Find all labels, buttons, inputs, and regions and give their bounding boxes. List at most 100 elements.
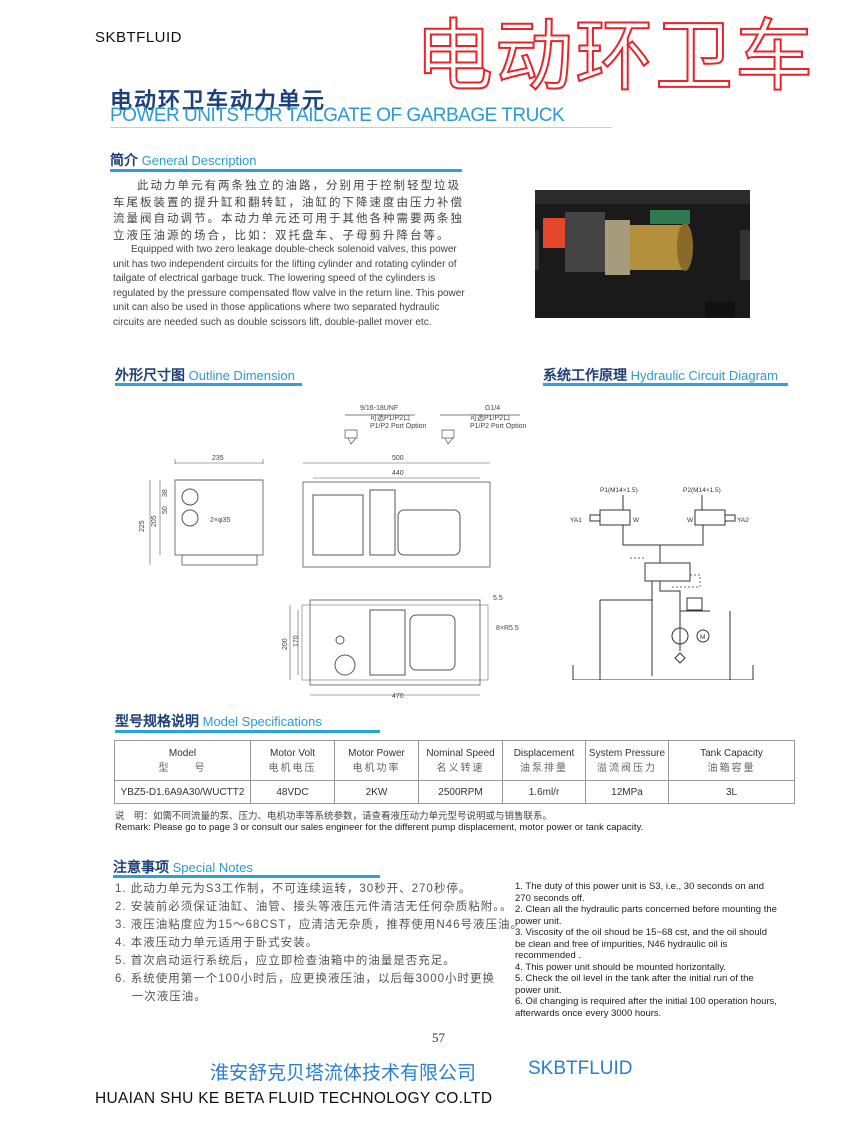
list-item: 2. 安装前必须保证油缸、油管、接头等液压元件清洁无任何杂质粘附。。 xyxy=(115,901,513,913)
col-header: Nominal Speed 名义转速 xyxy=(418,740,503,781)
port1-en: P1/P2 Port Option xyxy=(370,423,427,430)
page-title-cn: 电动环卫车动力单元 xyxy=(110,88,327,113)
label-motor: M xyxy=(700,634,705,641)
page-number: 57 xyxy=(432,1030,445,1045)
page-title-en: POWER UNITS FOR TAILGATE OF GARBAGE TRUC… xyxy=(110,105,565,126)
col-en: System Pressure xyxy=(588,747,666,759)
section-notes-heading: 注意事项 Special Notes xyxy=(113,857,253,877)
list-item: 6. Oil changing is required after the in… xyxy=(515,996,777,1019)
cell-model: YBZ5-D1.6A9A30/WUCTT2 xyxy=(114,780,251,804)
table-row: YBZ5-D1.6A9A30/WUCTT2 48VDC 2KW 2500RPM … xyxy=(114,780,795,804)
heading-en: Hydraulic Circuit Diagram xyxy=(630,368,778,383)
col-cn: 电机功率 xyxy=(352,762,401,774)
cell-speed: 2500RPM xyxy=(418,780,503,804)
dim-holes: 2×φ35 xyxy=(210,517,230,524)
remark-en: Remark: Please go to page 3 or consult o… xyxy=(115,822,644,833)
list-item: 1. 此动力单元为S3工作制，不可连续运转，30秒开、270秒停。 xyxy=(115,883,472,895)
port-p1: P1(M14×1.5) xyxy=(600,487,638,494)
notes-en-list: 1. The duty of this power unit is S3, i.… xyxy=(515,881,777,1019)
list-item: 一次液压油。 xyxy=(115,991,207,1003)
list-item: 6. 系统使用第一个100小时后，应更换液压油，以后每3000小时更换 xyxy=(115,973,496,985)
outline-dimension-drawing: 9/16-18UNF 可选P1/P2口 P1/P2 Port Option G1… xyxy=(139,405,527,700)
heading-cn: 系统工作原理 xyxy=(543,367,627,383)
col-cn: 名义转速 xyxy=(436,762,485,774)
col-en: Tank Capacity xyxy=(700,747,763,759)
dim-5-5: 5.5 xyxy=(493,595,503,602)
section-outline-heading: 外形尺寸图 Outline Dimension xyxy=(115,365,295,385)
list-item: 5. 首次启动运行系统后，应立即检查油箱中的油量是否充足。 xyxy=(115,955,456,967)
port1-thread: 9/16-18UNF xyxy=(360,405,398,412)
dim-500: 500 xyxy=(392,455,404,462)
port1-cn: 可选P1/P2口 xyxy=(370,413,410,422)
list-item: 3. 液压油粘度应为15～68CST，应清洁无杂质，推荐使用N46号液压油。 xyxy=(115,919,523,931)
list-item: 1. The duty of this power unit is S3, i.… xyxy=(515,881,765,904)
hydraulic-circuit-diagram: P1(M14×1.5) P2(M14×1.5) YA1 YA2 W W M xyxy=(570,487,754,680)
col-en: Displacement xyxy=(513,747,575,759)
label-w2: W xyxy=(687,517,694,524)
dim-200: 200 xyxy=(282,638,289,650)
section-divider xyxy=(115,730,380,733)
list-item: 3. Viscosity of the oil shoud be 15~68 c… xyxy=(515,927,768,961)
dim-440: 440 xyxy=(392,470,404,477)
list-item: 4. 本液压动力单元适用于卧式安装。 xyxy=(115,937,319,949)
dim-170: 170 xyxy=(293,635,300,647)
dim-235: 235 xyxy=(212,455,224,462)
heading-cn: 简介 xyxy=(110,152,138,168)
dim-470: 470 xyxy=(392,693,404,700)
dim-225: 225 xyxy=(139,520,146,532)
label-w1: W xyxy=(633,517,640,524)
dim-38: 38 xyxy=(162,489,169,497)
brand-label: SKBTFLUID xyxy=(95,29,183,46)
cell-tank: 3L xyxy=(668,780,795,804)
heading-cn: 注意事项 xyxy=(113,859,169,875)
col-header: Displacement 油泵排量 xyxy=(502,740,586,781)
section-divider xyxy=(115,383,302,386)
heading-en: Special Notes xyxy=(172,860,253,875)
cell-pressure: 12MPa xyxy=(585,780,669,804)
section-specs-heading: 型号规格说明 Model Specifications xyxy=(115,711,322,731)
col-header: Motor Volt 电机电压 xyxy=(250,740,335,781)
col-en: Motor Power xyxy=(348,747,405,759)
col-header: Tank Capacity 油箱容量 xyxy=(668,740,795,781)
banner-title: 电动环卫车 xyxy=(414,12,816,102)
label-ya1: YA1 xyxy=(570,517,582,524)
dim-50: 50 xyxy=(162,506,169,514)
col-header: System Pressure 溢流阀压力 xyxy=(585,740,669,781)
section-general-heading: 简介 General Description xyxy=(110,150,257,170)
col-cn: 油箱容量 xyxy=(707,762,756,774)
general-text-en: Equipped with two zero leakage double-ch… xyxy=(113,244,465,328)
label-ya2: YA2 xyxy=(737,517,749,524)
dim-r5-5: 8×R5.5 xyxy=(496,625,519,632)
footer-company-en: HUAIAN SHU KE BETA FLUID TECHNOLOGY CO.L… xyxy=(95,1090,493,1107)
col-cn: 电机电压 xyxy=(268,762,317,774)
heading-cn: 型号规格说明 xyxy=(115,713,199,729)
section-divider xyxy=(110,169,462,172)
col-cn: 溢流阀压力 xyxy=(597,762,657,774)
port2-thread: G1/4 xyxy=(485,405,500,412)
title-divider xyxy=(110,127,612,128)
list-item: 2. Clean all the hydraulic parts concern… xyxy=(515,904,777,927)
col-en: Nominal Speed xyxy=(426,747,495,759)
section-divider xyxy=(113,875,380,878)
section-circuit-heading: 系统工作原理 Hydraulic Circuit Diagram xyxy=(543,365,778,385)
col-header: Motor Power 电机功率 xyxy=(334,740,419,781)
col-cn: 油泵排量 xyxy=(520,762,568,774)
port2-en: P1/P2 Port Option xyxy=(470,423,527,430)
footer-brand: SKBTFLUID xyxy=(528,1058,633,1079)
col-en: Motor Volt xyxy=(269,747,316,759)
list-item: 5. Check the oil level in the tank after… xyxy=(515,973,754,996)
heading-en: General Description xyxy=(141,153,257,168)
heading-en: Outline Dimension xyxy=(188,368,295,383)
general-text-cn: 此动力单元有两条独立的油路，分别用于控制轻型垃圾车尾板装置的提升缸和翻转缸，油缸… xyxy=(113,180,464,242)
col-cn: 型 号 xyxy=(158,762,207,774)
port-p2: P2(M14×1.5) xyxy=(683,487,721,494)
cell-power: 2KW xyxy=(334,780,419,804)
heading-cn: 外形尺寸图 xyxy=(115,367,185,383)
notes-cn-list: 1. 此动力单元为S3工作制，不可连续运转，30秒开、270秒停。 2. 安装前… xyxy=(115,880,523,1006)
section-divider xyxy=(543,383,788,386)
cell-displacement: 1.6ml/r xyxy=(502,780,586,804)
port2-cn: 可选P1/P2口 xyxy=(470,413,510,422)
